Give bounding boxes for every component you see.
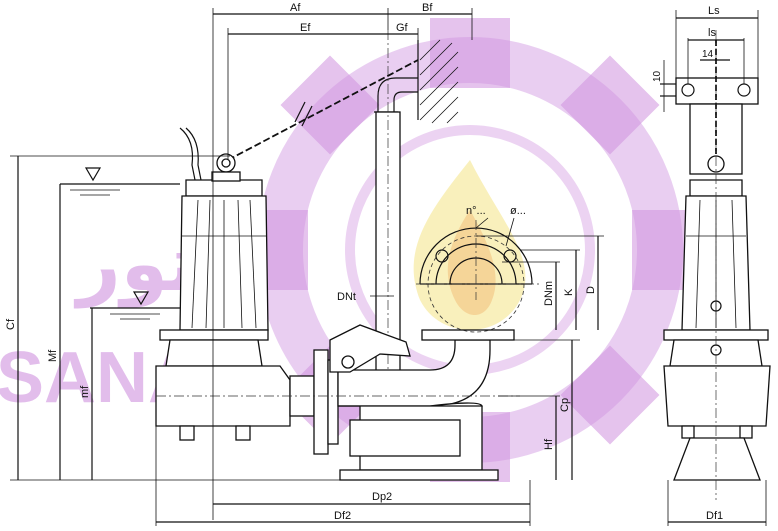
dim-d: D [585,286,597,294]
dim-cp: Cp [559,398,571,412]
dim-dnm: DNm [543,281,555,306]
lifting-chain [227,59,419,161]
watermark: SANAT آتور [0,18,702,482]
dim-10: 10 [652,70,663,82]
water-level-high-icon [60,167,180,196]
dim-k: K [563,288,575,296]
dim-df2: Df2 [334,510,351,522]
dim-ef: Ef [300,22,311,34]
pump-side-view [660,10,771,526]
dim-mf: Mf [47,349,59,362]
dimension-lines [10,8,604,526]
dim-ls: Ls [708,5,720,17]
dim-dp2: Dp2 [372,491,392,503]
dim-14: 14 [702,49,714,60]
dim-gf: Gf [396,22,409,34]
dim-hf: Hf [543,438,555,450]
holes-label: n°... [466,205,486,217]
dim-df1: Df1 [706,510,723,522]
dim-cf: Cf [5,318,17,330]
water-level-low-icon [90,291,180,320]
flange-detail: n°... ø... [416,205,540,333]
dim-ls-small: ls [708,27,716,39]
diameter-label: ø... [510,205,526,217]
dim-dnt: DNt [337,291,356,303]
dim-mf-small: mf [79,385,91,398]
dim-af: Af [290,2,301,14]
pump-main-view [155,127,520,481]
dim-bf: Bf [422,2,433,14]
